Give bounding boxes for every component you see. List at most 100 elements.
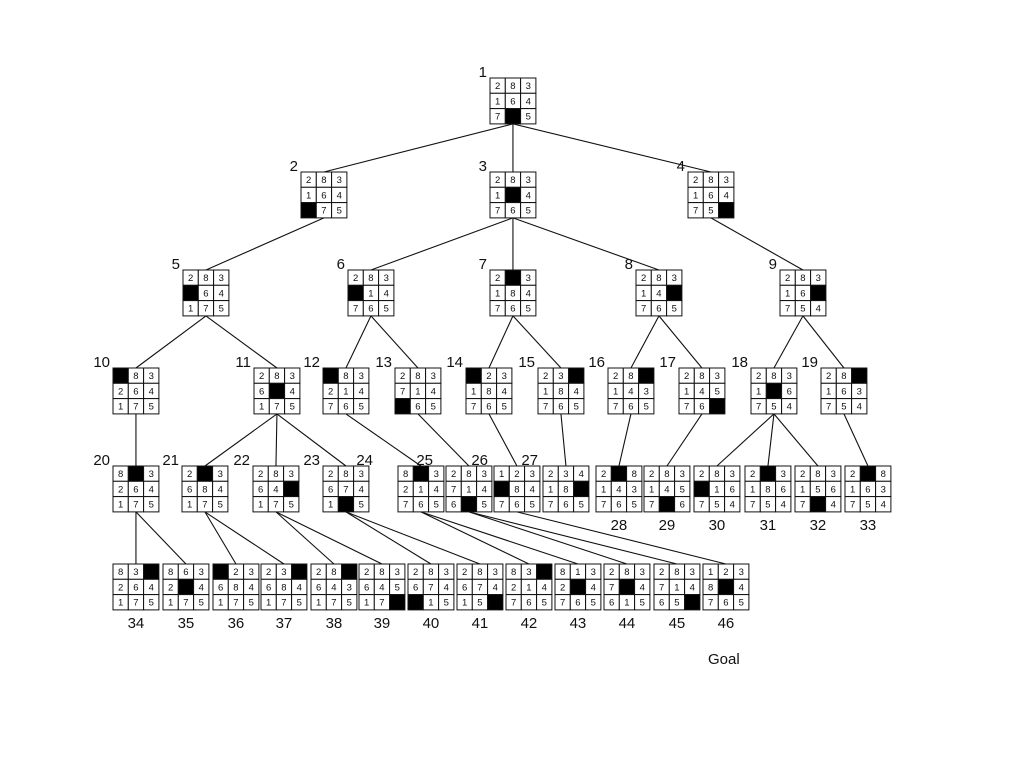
tile-number: 6: [415, 402, 420, 413]
tile-number: 3: [337, 175, 342, 186]
node-number-label: 5: [172, 256, 180, 273]
tile-number: 2: [641, 273, 646, 284]
tree-edge-2-5: [205, 217, 325, 271]
node-number-label: 30: [709, 517, 726, 534]
tile-number: 4: [273, 484, 278, 495]
blank-tile: [182, 284, 199, 302]
tile-number: 3: [444, 567, 449, 578]
tile-number: 5: [337, 206, 342, 217]
tile-number: 3: [591, 567, 596, 578]
tile-number: 5: [384, 304, 389, 315]
tile-number: 3: [493, 567, 498, 578]
tile-number: 8: [771, 371, 776, 382]
tile-number: 8: [379, 567, 384, 578]
node-number-label: 23: [303, 452, 320, 469]
node-number-label: 42: [521, 615, 538, 632]
goal-label: Goal: [708, 651, 740, 668]
tile-number: 3: [219, 273, 224, 284]
tile-number: 1: [118, 500, 123, 511]
tile-number: 6: [723, 598, 728, 609]
tile-number: 6: [259, 386, 264, 397]
tile-number: 3: [530, 469, 535, 480]
tile-number: 5: [149, 402, 154, 413]
tile-number: 7: [281, 598, 286, 609]
blank-tile: [851, 367, 868, 384]
tile-number: 5: [640, 598, 645, 609]
tree-edge-9-19: [802, 315, 845, 369]
tile-number: 3: [149, 469, 154, 480]
puzzle-tile: [143, 496, 160, 513]
tile-number: 7: [477, 582, 482, 593]
tile-number: 6: [510, 206, 515, 217]
tile-number: 1: [526, 582, 531, 593]
tile-number: 5: [526, 112, 531, 123]
tile-number: 2: [353, 273, 358, 284]
blank-tile: [638, 367, 655, 384]
tile-number: 1: [548, 484, 553, 495]
tile-number: 2: [451, 469, 456, 480]
tile-number: 5: [542, 598, 547, 609]
node-number-label: 34: [128, 615, 145, 632]
tile-number: 2: [259, 371, 264, 382]
puzzle-tile: [331, 202, 348, 219]
tile-number: 1: [601, 484, 606, 495]
tile-number: 8: [714, 469, 719, 480]
tile-number: 3: [526, 567, 531, 578]
tile-number: 6: [514, 500, 519, 511]
tile-number: 7: [183, 598, 188, 609]
tile-number: 3: [857, 386, 862, 397]
tile-number: 7: [471, 402, 476, 413]
tile-number: 3: [787, 371, 792, 382]
tile-number: 3: [672, 273, 677, 284]
puzzle-tile: [284, 398, 301, 415]
tile-number: 8: [511, 567, 516, 578]
tree-edge-22-38: [275, 511, 335, 565]
tile-number: 2: [495, 175, 500, 186]
tile-number: 7: [321, 206, 326, 217]
tile-number: 2: [258, 469, 263, 480]
tile-number: 3: [359, 469, 364, 480]
tile-number: 7: [495, 206, 500, 217]
tile-number: 2: [649, 469, 654, 480]
tile-number: 7: [756, 402, 761, 413]
tree-edge-14-26: [488, 413, 518, 467]
tile-number: 1: [187, 500, 192, 511]
node-number-label: 10: [93, 354, 110, 371]
tile-number: 6: [418, 500, 423, 511]
node-number-label: 29: [659, 517, 676, 534]
blank-tile: [127, 465, 145, 482]
blank-tile: [283, 480, 300, 498]
tree-edge-5-11: [205, 315, 278, 369]
tile-number: 6: [462, 582, 467, 593]
tile-number: 1: [168, 598, 173, 609]
tile-number: 8: [708, 582, 713, 593]
tile-number: 4: [690, 582, 695, 593]
tile-number: 8: [841, 371, 846, 382]
tile-number: 8: [632, 469, 637, 480]
tile-number: 1: [785, 288, 790, 299]
node-number-label: 4: [677, 158, 685, 175]
blank-tile: [465, 367, 482, 384]
tile-number: 5: [149, 500, 154, 511]
tile-number: 7: [343, 484, 348, 495]
tile-number: 8: [343, 469, 348, 480]
tile-number: 6: [699, 402, 704, 413]
blank-tile: [718, 202, 735, 219]
tile-number: 3: [249, 567, 254, 578]
node-number-label: 33: [860, 517, 877, 534]
tile-number: 7: [511, 598, 516, 609]
tree-edge-21-36: [204, 511, 237, 565]
tile-number: 4: [724, 190, 729, 201]
node-number-label: 22: [233, 452, 250, 469]
puzzle-tile: [438, 594, 455, 611]
tile-number: 2: [548, 469, 553, 480]
blank-tile: [618, 578, 636, 596]
puzzle-tile: [810, 300, 827, 317]
tile-number: 6: [187, 484, 192, 495]
